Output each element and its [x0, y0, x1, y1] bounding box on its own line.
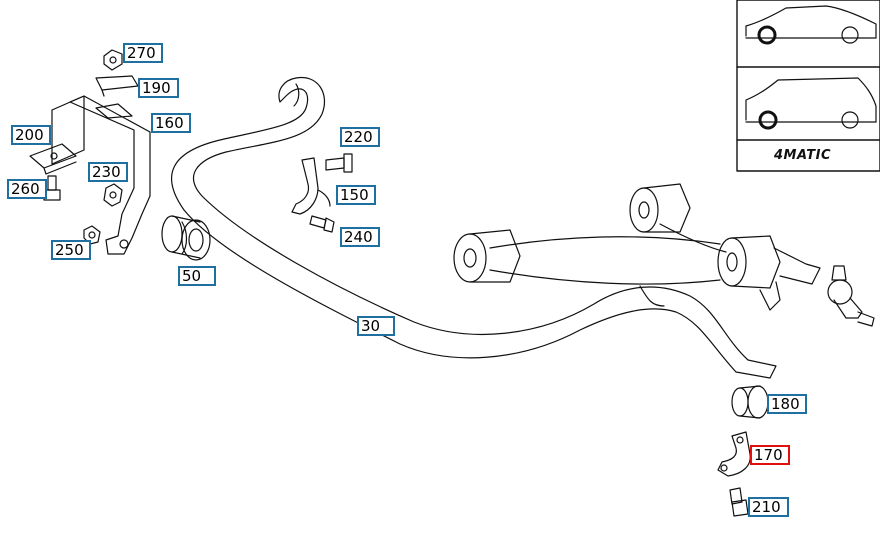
- callout-200[interactable]: 200: [11, 125, 51, 145]
- callout-240[interactable]: 240: [340, 227, 380, 247]
- vehicle-inset: [736, 0, 880, 172]
- bushing-50: [161, 215, 211, 261]
- bolt-220: [325, 153, 353, 173]
- clamp-170: [717, 431, 751, 477]
- callout-150[interactable]: 150: [336, 185, 376, 205]
- bracket-160: [51, 95, 151, 255]
- callout-50[interactable]: 50: [178, 266, 216, 286]
- nut-230: [103, 183, 123, 207]
- callout-190[interactable]: 190: [138, 78, 179, 98]
- callout-210[interactable]: 210: [748, 497, 789, 517]
- callout-250[interactable]: 250: [51, 240, 91, 260]
- callout-230[interactable]: 230: [88, 162, 128, 182]
- bolt-240: [309, 215, 335, 233]
- clip-190: [95, 75, 139, 97]
- stabilizer-bar: [170, 76, 777, 379]
- callout-270[interactable]: 270: [123, 43, 163, 63]
- 4matic-badge: 4MATIC: [774, 148, 832, 163]
- sedan-icon: [745, 5, 877, 45]
- clamp-150: [291, 157, 331, 215]
- callout-180[interactable]: 180: [767, 394, 807, 414]
- control-arm: [453, 183, 875, 327]
- callout-30[interactable]: 30: [357, 316, 395, 336]
- bushing-180: [731, 385, 769, 419]
- callout-220[interactable]: 220: [340, 127, 380, 147]
- callout-160[interactable]: 160: [151, 113, 191, 133]
- plate-200: [29, 143, 77, 175]
- wagon-icon: [745, 77, 877, 130]
- nut-270: [103, 49, 123, 71]
- callout-260[interactable]: 260: [7, 179, 47, 199]
- nut-250: [83, 225, 101, 245]
- bolt-210: [729, 487, 749, 517]
- callout-170[interactable]: 170: [750, 445, 790, 465]
